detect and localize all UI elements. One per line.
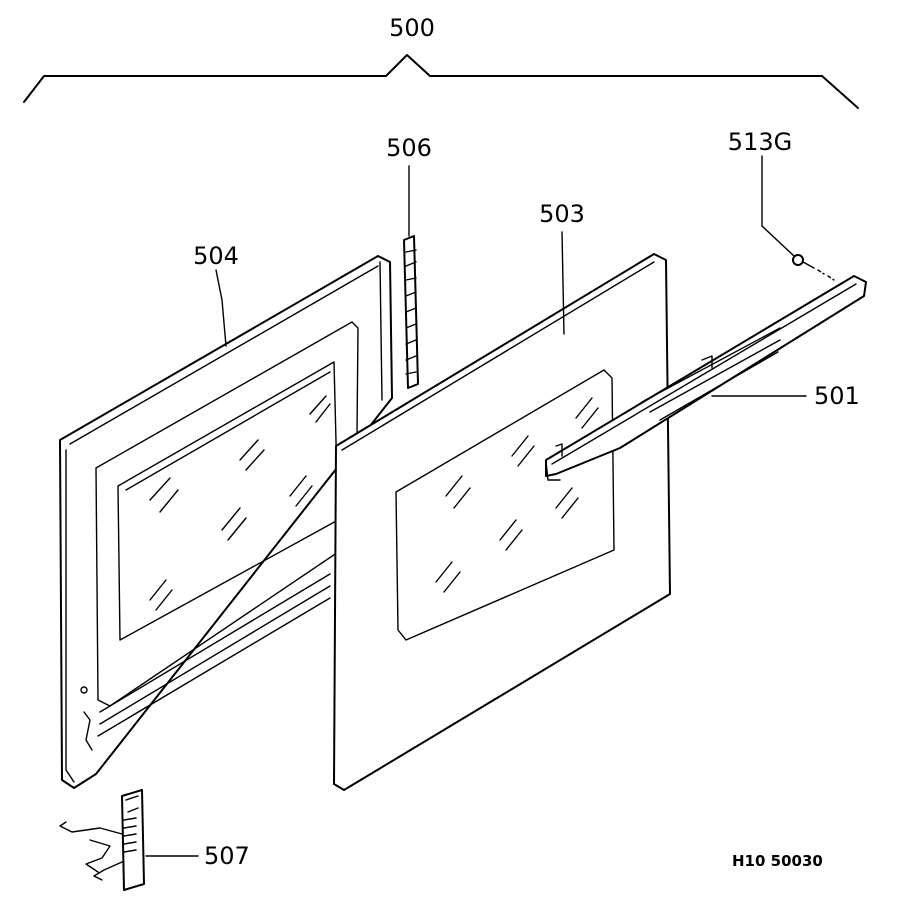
label-506: 506 [386,134,432,162]
leader-503 [561,231,565,335]
label-507: 507 [204,842,250,870]
drawing-code: H10 50030 [732,852,823,870]
seal-strip [403,235,419,389]
handle [545,275,867,481]
label-503: 503 [539,200,585,228]
screw [792,254,835,281]
label-513g: 513G [728,128,792,156]
outer-glass-panel [333,253,671,791]
label-500: 500 [389,14,435,42]
label-504: 504 [193,242,239,270]
leader-513g-b [761,225,795,257]
assembly-bracket [23,54,859,109]
leader-504 [215,269,227,347]
hinge [59,789,145,891]
label-501: 501 [814,382,860,410]
